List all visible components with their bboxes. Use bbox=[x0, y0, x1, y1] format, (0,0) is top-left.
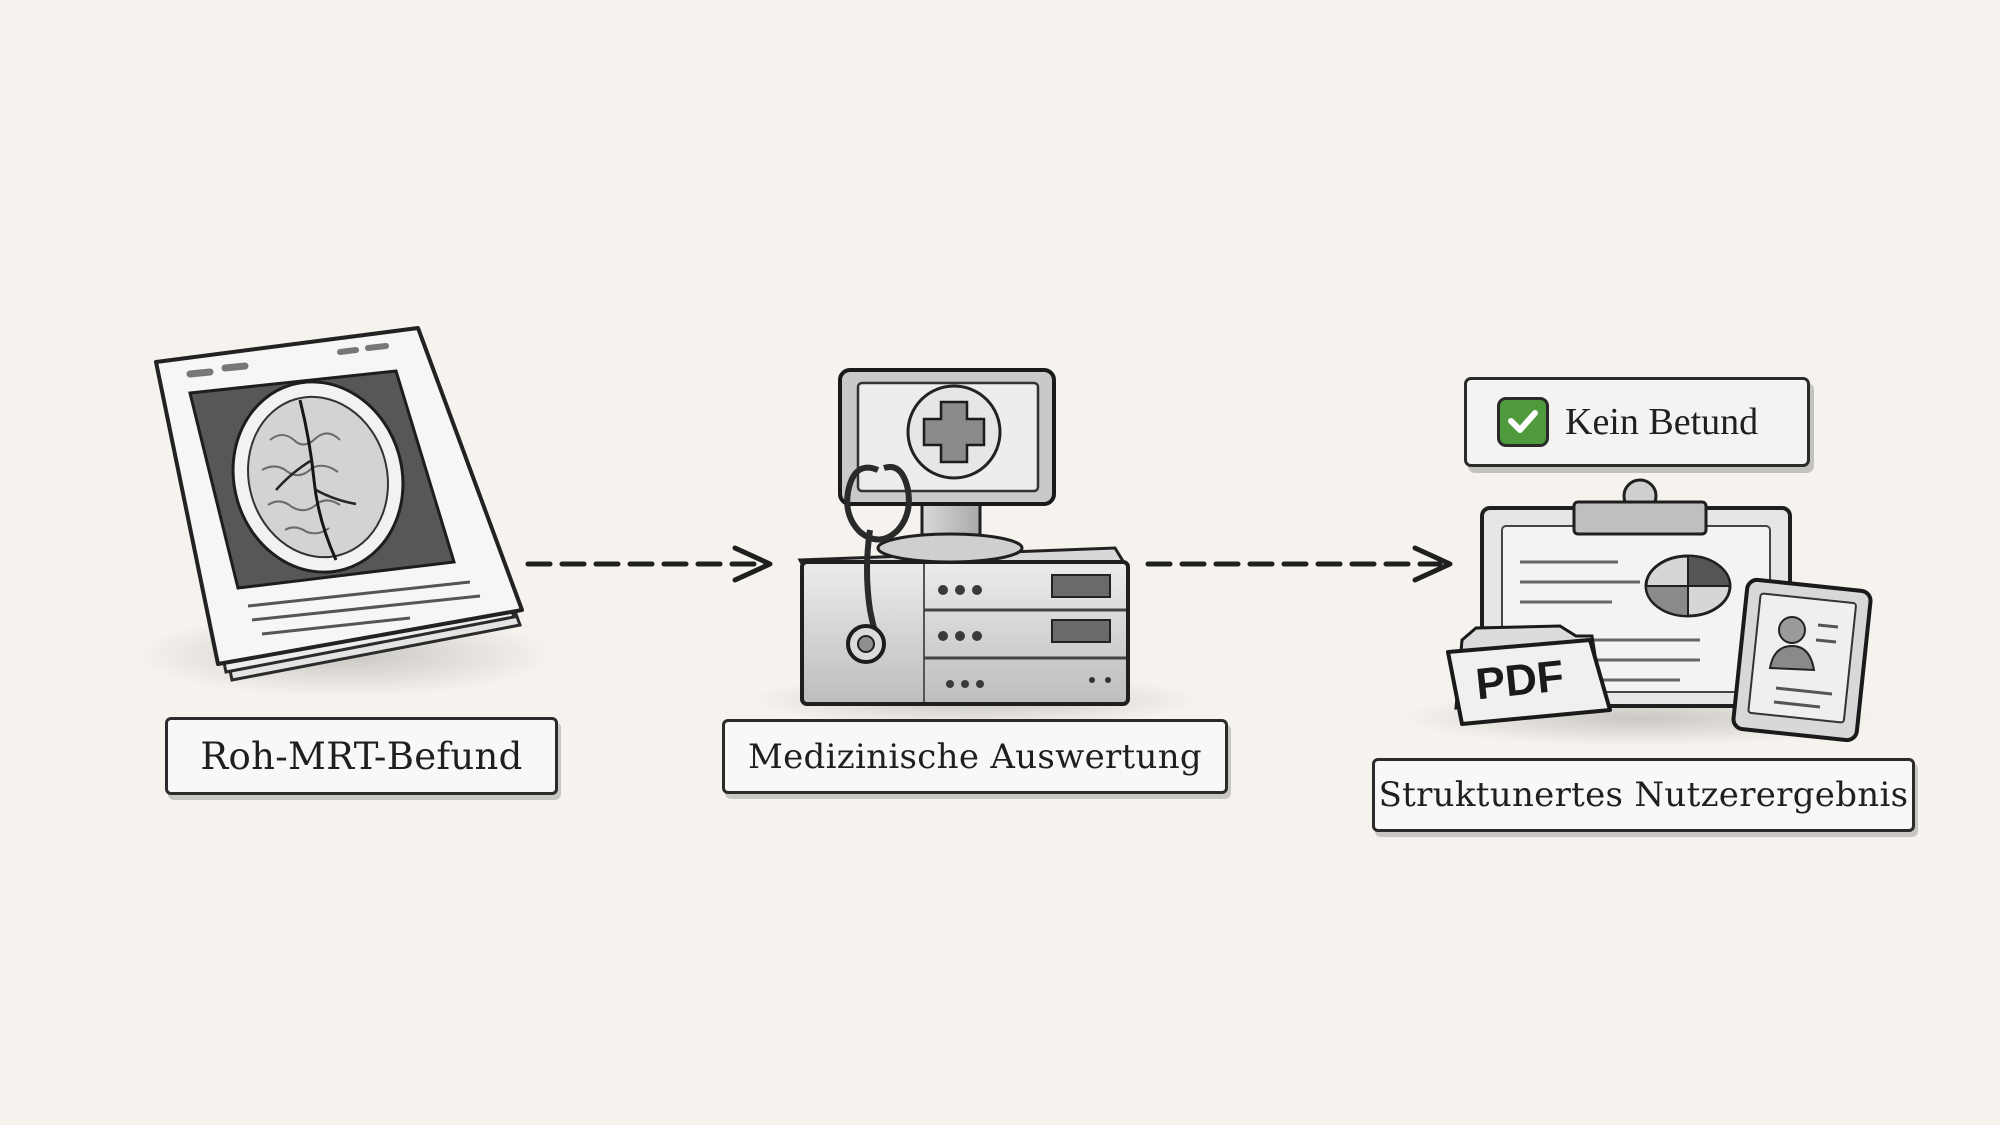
structured-result-icon: PDF bbox=[1400, 478, 1880, 746]
green-check-icon bbox=[1497, 397, 1549, 447]
flow-arrow-1 bbox=[525, 545, 773, 583]
medical-workstation-icon bbox=[750, 368, 1200, 728]
step-label-raw-mri: Roh-MRT-Befund bbox=[165, 717, 558, 795]
pdf-label: PDF bbox=[1473, 651, 1566, 709]
result-badge: Kein Betund bbox=[1464, 377, 1810, 467]
step-label-medical-evaluation: Medizinische Auswertung bbox=[722, 719, 1228, 794]
step-label-structured-result: Struktunertes Nutzerergebnis bbox=[1372, 758, 1915, 832]
result-badge-text: Kein Betund bbox=[1565, 401, 1759, 443]
mri-scan-document-icon bbox=[135, 326, 555, 697]
flow-arrow-2 bbox=[1145, 545, 1453, 583]
